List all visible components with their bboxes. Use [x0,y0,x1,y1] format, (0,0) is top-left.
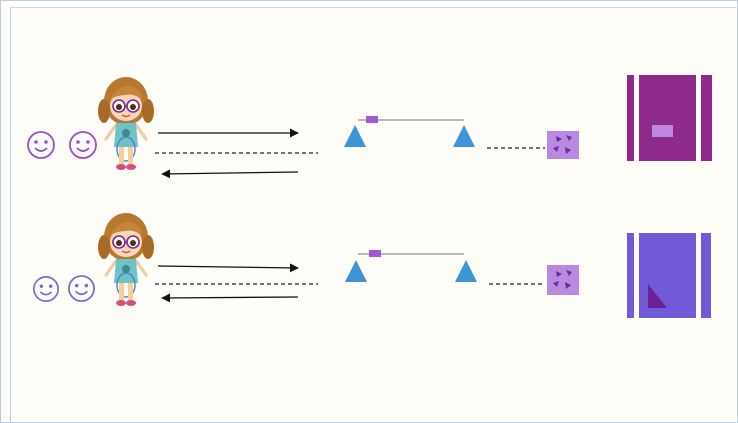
smiley-face-icon [27,131,55,159]
frame-inner-border-top [10,7,736,8]
screen-panel-1 [627,75,712,161]
slider-marker [369,250,381,257]
girl-character-icon [96,75,156,172]
return-arrow [161,169,299,179]
frame-inner-border-left [10,7,11,423]
slider-marker [366,116,378,123]
screen-panel-2 [627,233,711,318]
row-2 [33,211,711,318]
screen-corner-triangle [648,284,667,308]
smiley-face-icon [68,275,95,302]
particle-box-icon [547,265,579,295]
girl-character-icon [96,211,156,308]
screen-center-rectangle [652,125,673,137]
triangle-marker-icon [344,125,366,147]
triangle-marker-icon [453,125,475,147]
triangle-marker-icon [455,260,477,282]
smiley-face-icon [33,276,59,302]
particle-box-icon [547,131,579,159]
return-arrow [161,293,299,303]
forward-arrow [157,263,299,273]
triangle-marker-icon [345,260,367,282]
row-1 [27,75,712,179]
smiley-face-icon [69,131,97,159]
